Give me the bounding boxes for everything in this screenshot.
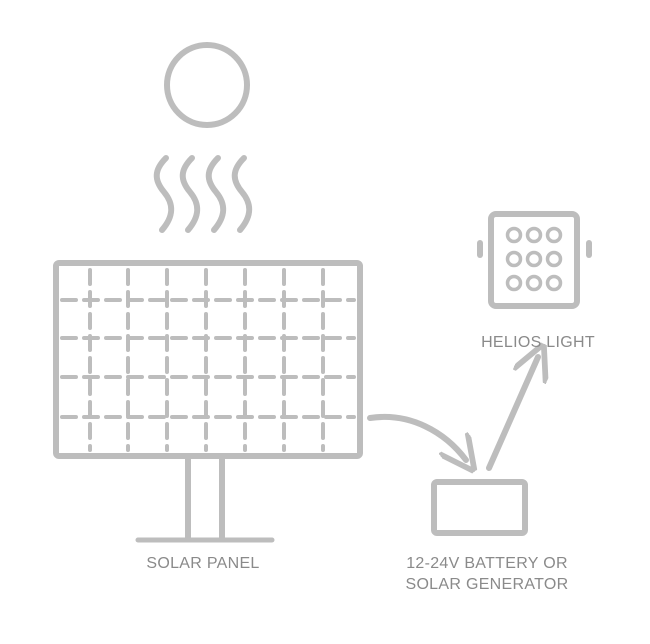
arrow-battery-to-light bbox=[486, 357, 538, 471]
solar-panel-grid bbox=[60, 268, 356, 452]
arrow-panel-to-battery bbox=[367, 413, 466, 460]
led-icon bbox=[545, 250, 563, 268]
led-icon bbox=[545, 226, 563, 244]
helios-light-icon bbox=[477, 211, 592, 309]
battery-icon bbox=[431, 479, 528, 536]
helios-light-leds bbox=[505, 226, 563, 292]
battery-label: 12-24V BATTERY OR SOLAR GENERATOR bbox=[394, 553, 580, 595]
battery-label-line1: 12-24V BATTERY OR bbox=[406, 555, 568, 572]
heat-waves-icon bbox=[153, 155, 253, 233]
led-icon bbox=[505, 250, 523, 268]
led-icon bbox=[505, 226, 523, 244]
led-icon bbox=[525, 274, 543, 292]
sun-icon bbox=[164, 42, 250, 128]
solar-panel-frame bbox=[53, 260, 363, 459]
helios-light-label: HELIOS LIGHT bbox=[481, 334, 595, 351]
battery-label-line2: SOLAR GENERATOR bbox=[405, 576, 569, 593]
led-icon bbox=[525, 226, 543, 244]
solar-panel-label: SOLAR PANEL bbox=[146, 555, 260, 572]
led-icon bbox=[525, 250, 543, 268]
led-icon bbox=[505, 274, 523, 292]
led-icon bbox=[545, 274, 563, 292]
helios-light-body bbox=[488, 211, 580, 309]
solar-panel-icon bbox=[53, 260, 363, 543]
